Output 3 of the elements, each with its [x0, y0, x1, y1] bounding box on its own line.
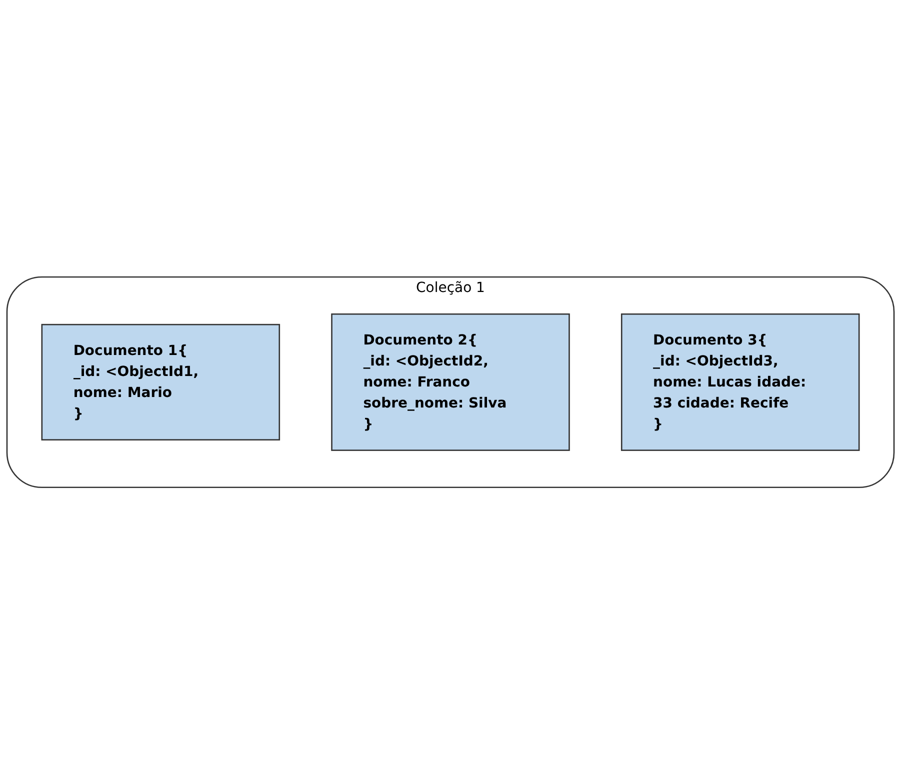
node-box: Documento 1{ _id: <ObjectId1, nome: Mario }: [41, 324, 280, 440]
node-box: Documento 3{ _id: <ObjectId3, nome: Lucas idade: 33 cidade: Recife }: [620, 313, 860, 451]
node-box: Documento 2{ _id: <ObjectId2, nome: Franco sobre_nome: Silva }: [331, 313, 570, 451]
